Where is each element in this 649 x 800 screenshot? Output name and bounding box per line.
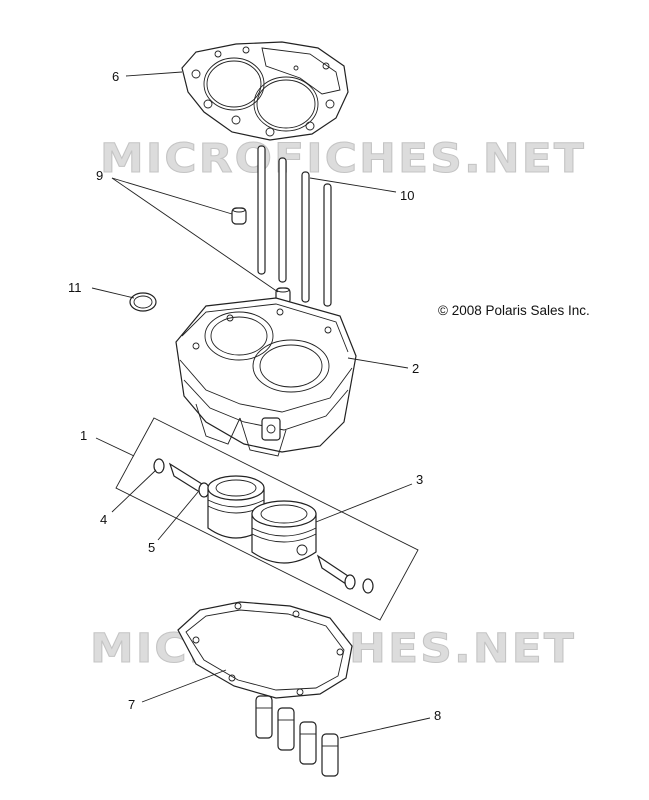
circlips xyxy=(153,458,374,594)
callout-8: 8 xyxy=(434,708,441,723)
callout-9: 9 xyxy=(96,168,103,183)
callout-5: 5 xyxy=(148,540,155,555)
callout-10: 10 xyxy=(400,188,414,203)
piston-kit-outline xyxy=(115,417,419,621)
callout-2: 2 xyxy=(412,361,419,376)
callout-1: 1 xyxy=(80,428,87,443)
callout-3: 3 xyxy=(416,472,423,487)
callout-7: 7 xyxy=(128,697,135,712)
copyright-text: © 2008 Polaris Sales Inc. xyxy=(438,303,590,318)
alignment-sleeves xyxy=(255,695,339,777)
callout-6: 6 xyxy=(112,69,119,84)
callout-11: 11 xyxy=(68,280,82,295)
wrist-pins xyxy=(168,462,356,590)
callout-4: 4 xyxy=(100,512,107,527)
pistons xyxy=(207,475,317,564)
head-gasket xyxy=(181,41,349,141)
cylinder-studs xyxy=(257,145,332,307)
cylinder-block xyxy=(175,297,357,457)
watermark-top: MICROFICHES.NET xyxy=(100,136,586,182)
base-gasket xyxy=(177,601,353,699)
leader-lines xyxy=(91,71,431,739)
plug-cap xyxy=(129,292,157,312)
